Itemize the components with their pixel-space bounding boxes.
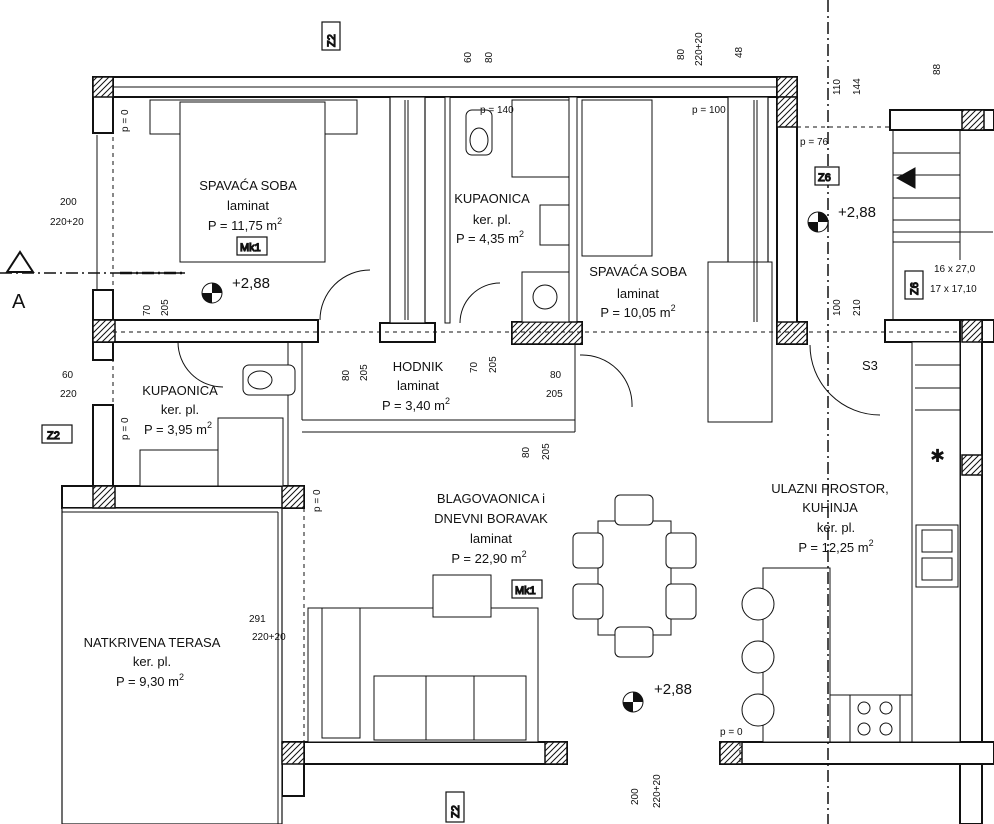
tag-z6: Z6 <box>818 172 831 184</box>
section-label: A <box>12 291 26 313</box>
svg-text:P = 9,30 m2: P = 9,30 m2 <box>116 672 184 689</box>
svg-text:ker. pl.: ker. pl. <box>133 654 171 669</box>
svg-text:110: 110 <box>832 79 843 95</box>
room-labels: SPAVAĆA SOBA laminat P = 11,75 m2 KUPAON… <box>84 178 889 689</box>
svg-text:205: 205 <box>546 389 563 400</box>
level-label: +2,88 <box>838 204 876 221</box>
svg-text:laminat: laminat <box>470 531 512 546</box>
svg-text:210: 210 <box>852 299 863 316</box>
level-marker: +2,88 <box>201 275 270 304</box>
svg-text:144: 144 <box>852 78 863 95</box>
svg-text:BLAGOVAONICA i: BLAGOVAONICA i <box>437 491 545 506</box>
svg-text:220+20: 220+20 <box>252 632 286 643</box>
svg-text:KUPAONICA: KUPAONICA <box>142 383 218 398</box>
tag-mk1: Mk1 <box>515 585 536 597</box>
svg-text:220+20: 220+20 <box>50 217 84 228</box>
svg-text:KUPAONICA: KUPAONICA <box>454 191 530 206</box>
room-bathroom-1: KUPAONICA ker. pl. P = 4,35 m2 <box>454 191 530 246</box>
tag-mk1: Mk1 <box>240 242 261 254</box>
svg-text:P = 11,75 m2: P = 11,75 m2 <box>208 216 282 233</box>
svg-text:p = 0: p = 0 <box>120 109 131 132</box>
tag-z2: Z2 <box>450 805 462 818</box>
section-marker: A <box>5 250 35 313</box>
level-label: +2,88 <box>654 681 692 698</box>
room-bedroom-1: SPAVAĆA SOBA laminat P = 11,75 m2 <box>199 178 297 233</box>
svg-text:70: 70 <box>142 304 153 316</box>
svg-text:SPAVAĆA SOBA: SPAVAĆA SOBA <box>199 178 297 193</box>
stair-note: 17 x 17,10 <box>930 284 977 295</box>
svg-text:205: 205 <box>488 356 499 373</box>
svg-text:205: 205 <box>541 443 552 460</box>
svg-text:ULAZNI PROSTOR,: ULAZNI PROSTOR, <box>771 481 889 496</box>
svg-text:220: 220 <box>60 389 77 400</box>
door-swings <box>177 269 881 416</box>
svg-text:P = 3,95 m2: P = 3,95 m2 <box>144 420 212 437</box>
furniture <box>139 99 959 743</box>
svg-text:200: 200 <box>630 788 641 805</box>
svg-text:laminat: laminat <box>617 286 659 301</box>
svg-text:220+20: 220+20 <box>694 32 705 66</box>
svg-text:NATKRIVENA TERASA: NATKRIVENA TERASA <box>84 635 221 650</box>
svg-text:p = 0: p = 0 <box>312 489 323 512</box>
svg-text:80: 80 <box>676 48 687 60</box>
level-label: +2,88 <box>232 275 270 292</box>
dashed-lines <box>112 97 960 764</box>
svg-text:80: 80 <box>550 370 562 381</box>
svg-text:70: 70 <box>469 361 480 373</box>
svg-text:205: 205 <box>359 364 370 381</box>
svg-text:p = 0: p = 0 <box>720 727 743 738</box>
svg-text:p = 100: p = 100 <box>692 105 726 116</box>
dimensions: 60 80 p = 140 80 220+20 48 p = 100 110 1… <box>50 32 943 808</box>
svg-text:HODNIK: HODNIK <box>393 359 444 374</box>
svg-text:laminat: laminat <box>397 378 439 393</box>
svg-text:p = 140: p = 140 <box>480 105 514 116</box>
svg-text:80: 80 <box>484 51 495 63</box>
extractor-icon: ✱ <box>930 446 945 466</box>
level-marker: +2,88 <box>807 204 876 233</box>
level-markers: +2,88 +2,88 +2,88 <box>201 204 876 713</box>
svg-text:88: 88 <box>932 63 943 75</box>
svg-text:P = 10,05 m2: P = 10,05 m2 <box>600 303 675 320</box>
svg-text:laminat: laminat <box>227 198 269 213</box>
tag-z6: Z6 <box>909 282 921 295</box>
svg-text:SPAVAĆA SOBA: SPAVAĆA SOBA <box>589 264 687 279</box>
svg-text:80: 80 <box>521 446 532 458</box>
tags: Z2 Z2 Z2 Z6 Z6 Mk1 Mk1 <box>41 21 924 823</box>
svg-text:60: 60 <box>62 370 74 381</box>
room-bathroom-2: KUPAONICA ker. pl. P = 3,95 m2 <box>142 383 218 437</box>
svg-text:200: 200 <box>60 197 77 208</box>
tag-z2: Z2 <box>326 34 338 47</box>
svg-text:60: 60 <box>463 51 474 63</box>
svg-text:p = 76: p = 76 <box>800 137 829 148</box>
level-marker: +2,88 <box>622 681 692 713</box>
svg-text:ker. pl.: ker. pl. <box>817 520 855 535</box>
svg-text:p = 0: p = 0 <box>120 417 131 440</box>
svg-text:P = 4,35 m2: P = 4,35 m2 <box>456 229 524 246</box>
svg-text:P = 12,25 m2: P = 12,25 m2 <box>798 538 873 555</box>
svg-text:291: 291 <box>249 614 266 625</box>
svg-text:80: 80 <box>341 369 352 381</box>
room-living: BLAGOVAONICA i DNEVNI BORAVAK laminat P … <box>434 491 548 566</box>
stair-note: 16 x 27,0 <box>934 264 976 275</box>
room-terrace: NATKRIVENA TERASA ker. pl. P = 9,30 m2 <box>84 635 221 689</box>
room-kitchen: ULAZNI PROSTOR, KUHINJA ker. pl. P = 12,… <box>771 481 889 555</box>
svg-text:DNEVNI BORAVAK: DNEVNI BORAVAK <box>434 511 548 526</box>
room-bedroom-2: SPAVAĆA SOBA laminat P = 10,05 m2 <box>589 264 687 320</box>
svg-text:220+20: 220+20 <box>652 774 663 808</box>
room-hallway: HODNIK laminat P = 3,40 m2 <box>382 359 450 413</box>
svg-text:48: 48 <box>734 46 745 58</box>
tag-z2: Z2 <box>47 430 60 442</box>
svg-text:KUHINJA: KUHINJA <box>802 500 858 515</box>
staircase <box>892 129 993 411</box>
svg-text:ker. pl.: ker. pl. <box>161 402 199 417</box>
svg-text:205: 205 <box>160 299 171 316</box>
svg-text:P = 3,40 m2: P = 3,40 m2 <box>382 396 450 413</box>
wall-columns <box>92 76 985 765</box>
svg-text:100: 100 <box>832 299 843 316</box>
svg-text:ker. pl.: ker. pl. <box>473 212 511 227</box>
svg-text:P = 22,90 m2: P = 22,90 m2 <box>451 549 526 566</box>
tag-s3: S3 <box>862 358 878 373</box>
